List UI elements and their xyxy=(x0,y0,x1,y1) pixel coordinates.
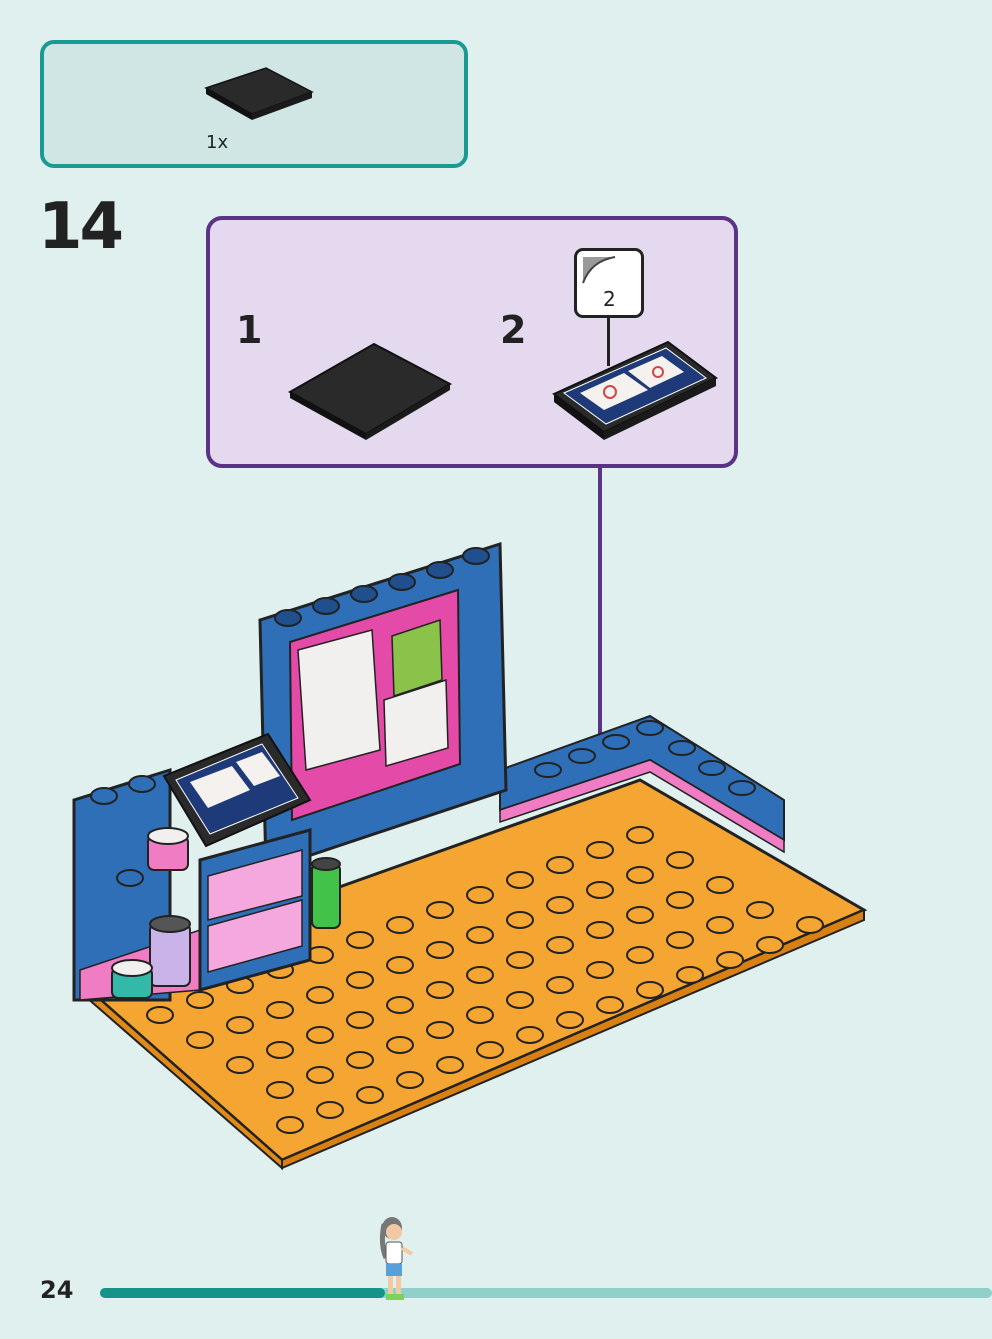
minifigure-icon xyxy=(379,1217,414,1300)
step-number: 14 xyxy=(38,190,124,264)
sticker-pointer-line xyxy=(607,318,610,366)
substep-1-tile xyxy=(287,342,453,440)
build-illustration xyxy=(72,468,868,1171)
sticker-number: 2 xyxy=(603,287,616,311)
black-tile-piece xyxy=(204,67,314,120)
substep-2-label: 2 xyxy=(500,308,527,352)
substep-callout: 1 2 2 xyxy=(206,216,738,468)
parts-list-box: 1x xyxy=(40,40,468,168)
sticker-icon: 2 xyxy=(574,248,644,318)
page-number: 24 xyxy=(40,1276,74,1304)
part-quantity: 1x xyxy=(206,132,229,153)
substep-2-tile-with-sticker xyxy=(552,340,718,440)
substep-1-label: 1 xyxy=(236,308,263,352)
progress-bar-track xyxy=(100,1288,992,1298)
progress-bar-fill xyxy=(100,1288,386,1298)
